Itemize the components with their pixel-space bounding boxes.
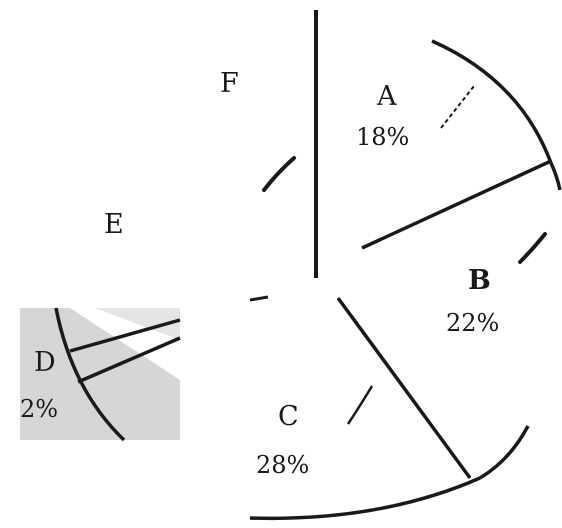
leader-line-a <box>440 85 475 129</box>
slice-value-d: 2% <box>20 395 58 423</box>
fragment-b-label: B 22% <box>446 232 547 337</box>
shaded-band-light <box>95 308 180 340</box>
fragment-top-right: A 18% <box>356 39 562 250</box>
top-edge-bc <box>249 295 269 302</box>
slice-label-c: C <box>278 401 299 432</box>
slice-boundary-d-bottom <box>77 336 181 384</box>
slice-label-f: F <box>220 68 239 99</box>
leader-line-ef <box>262 156 296 192</box>
fragment-bottom-center: C 28% <box>249 295 530 521</box>
pie-arc-right <box>549 162 562 191</box>
slice-boundary-ab <box>361 159 552 250</box>
slice-label-b: B <box>468 265 491 296</box>
slice-value-b: 22% <box>446 309 499 337</box>
slice-label-d: D <box>34 347 56 378</box>
slice-boundary-bc <box>336 296 472 480</box>
pie-arc-top <box>431 39 553 164</box>
slice-value-a: 18% <box>356 123 409 151</box>
pie-arc-bottom <box>249 476 481 521</box>
leader-line-c <box>346 385 374 425</box>
slice-label-e: E <box>104 209 124 240</box>
pie-arc-bottom-right <box>479 425 530 480</box>
slice-boundary-d-top <box>69 318 181 353</box>
leader-line-b <box>518 232 547 264</box>
fragment-bottom-left: D 2% <box>20 307 181 442</box>
slice-value-c: 28% <box>256 451 309 479</box>
slice-label-a: A <box>376 81 397 112</box>
